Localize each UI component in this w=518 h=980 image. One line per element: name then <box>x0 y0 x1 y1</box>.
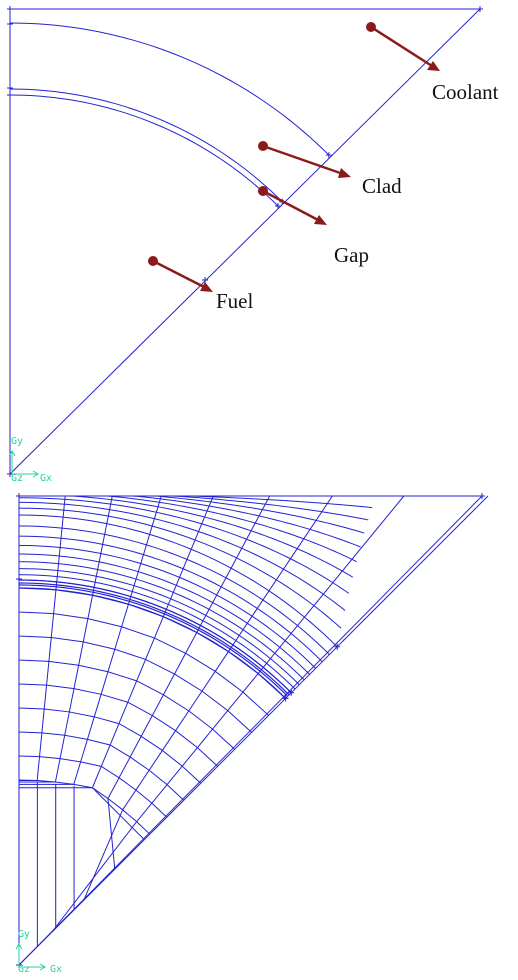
mesh-radial-outer-line <box>196 495 271 633</box>
axis-x-label: Gx <box>40 473 52 484</box>
gap-inner-arc <box>9 94 279 207</box>
leader-arrows <box>148 22 440 292</box>
mesh-core-line <box>92 787 145 841</box>
mesh-diagonal-edge <box>18 495 483 966</box>
mesh-core-line <box>83 809 124 901</box>
mesh-radial-outer-line <box>92 495 113 596</box>
mesh-coolant-ring <box>18 501 346 611</box>
mesh-radial-line <box>122 651 229 811</box>
mesh-radial-line <box>136 673 259 822</box>
fuel-arrow <box>148 256 213 292</box>
mesh-core-line <box>107 798 116 870</box>
coolant-arrow <box>366 22 440 71</box>
diagonal-edge <box>9 8 481 475</box>
mesh-radial-line <box>149 698 286 835</box>
gap-arrow <box>258 186 327 225</box>
mesh-gap-ring <box>18 587 286 699</box>
mesh-radial-outer-line <box>55 495 66 590</box>
fuel-surface-arc <box>9 88 283 203</box>
fuel-label: Fuel <box>216 289 254 313</box>
mesh-radial-line <box>107 632 198 799</box>
mesh-coolant-ring <box>19 495 365 534</box>
clad-arrow <box>258 141 351 178</box>
geometry-outline <box>7 6 483 477</box>
axis-triad-bottom: Gy Gz Gx <box>15 929 62 975</box>
axis-z-label: Gz <box>11 473 23 484</box>
mesh-radial-line <box>36 589 57 781</box>
mesh-coolant-ring <box>18 497 350 594</box>
axis-z-label-bottom: Gz <box>18 964 30 975</box>
clad-label: Clad <box>362 174 402 198</box>
mesh-radial-outer-line <box>257 495 405 674</box>
mesh-coolant-ring <box>18 507 342 629</box>
geometry-panel: Coolant Clad Gap Fuel Gy Gz Gx <box>7 6 499 484</box>
clad-outer-arc <box>9 22 330 156</box>
mesh-core-line <box>18 833 151 966</box>
coolant-label: Coolant <box>432 80 499 104</box>
mesh-radial-outer-line <box>162 495 214 617</box>
axis-triad: Gy Gz Gx <box>8 436 52 484</box>
mesh-radial-line <box>73 604 129 785</box>
mesh-coolant-ring <box>19 495 354 578</box>
mesh-radial-outer-line <box>228 495 333 652</box>
mesh-panel: Gy Gz Gx <box>15 493 489 975</box>
axis-x-label-bottom: Gx <box>50 964 62 975</box>
axis-y-label-bottom: Gy <box>18 929 30 940</box>
axis-y-label: Gy <box>11 436 23 447</box>
gap-label: Gap <box>334 243 369 267</box>
mesh-radial-outer-line <box>127 495 162 605</box>
mesh-core-line <box>51 821 138 933</box>
computational-mesh <box>16 493 489 968</box>
mesh-radial-line <box>91 616 164 788</box>
mesh-radial-outer-line <box>285 495 489 699</box>
mesh-radial-line <box>54 595 94 783</box>
